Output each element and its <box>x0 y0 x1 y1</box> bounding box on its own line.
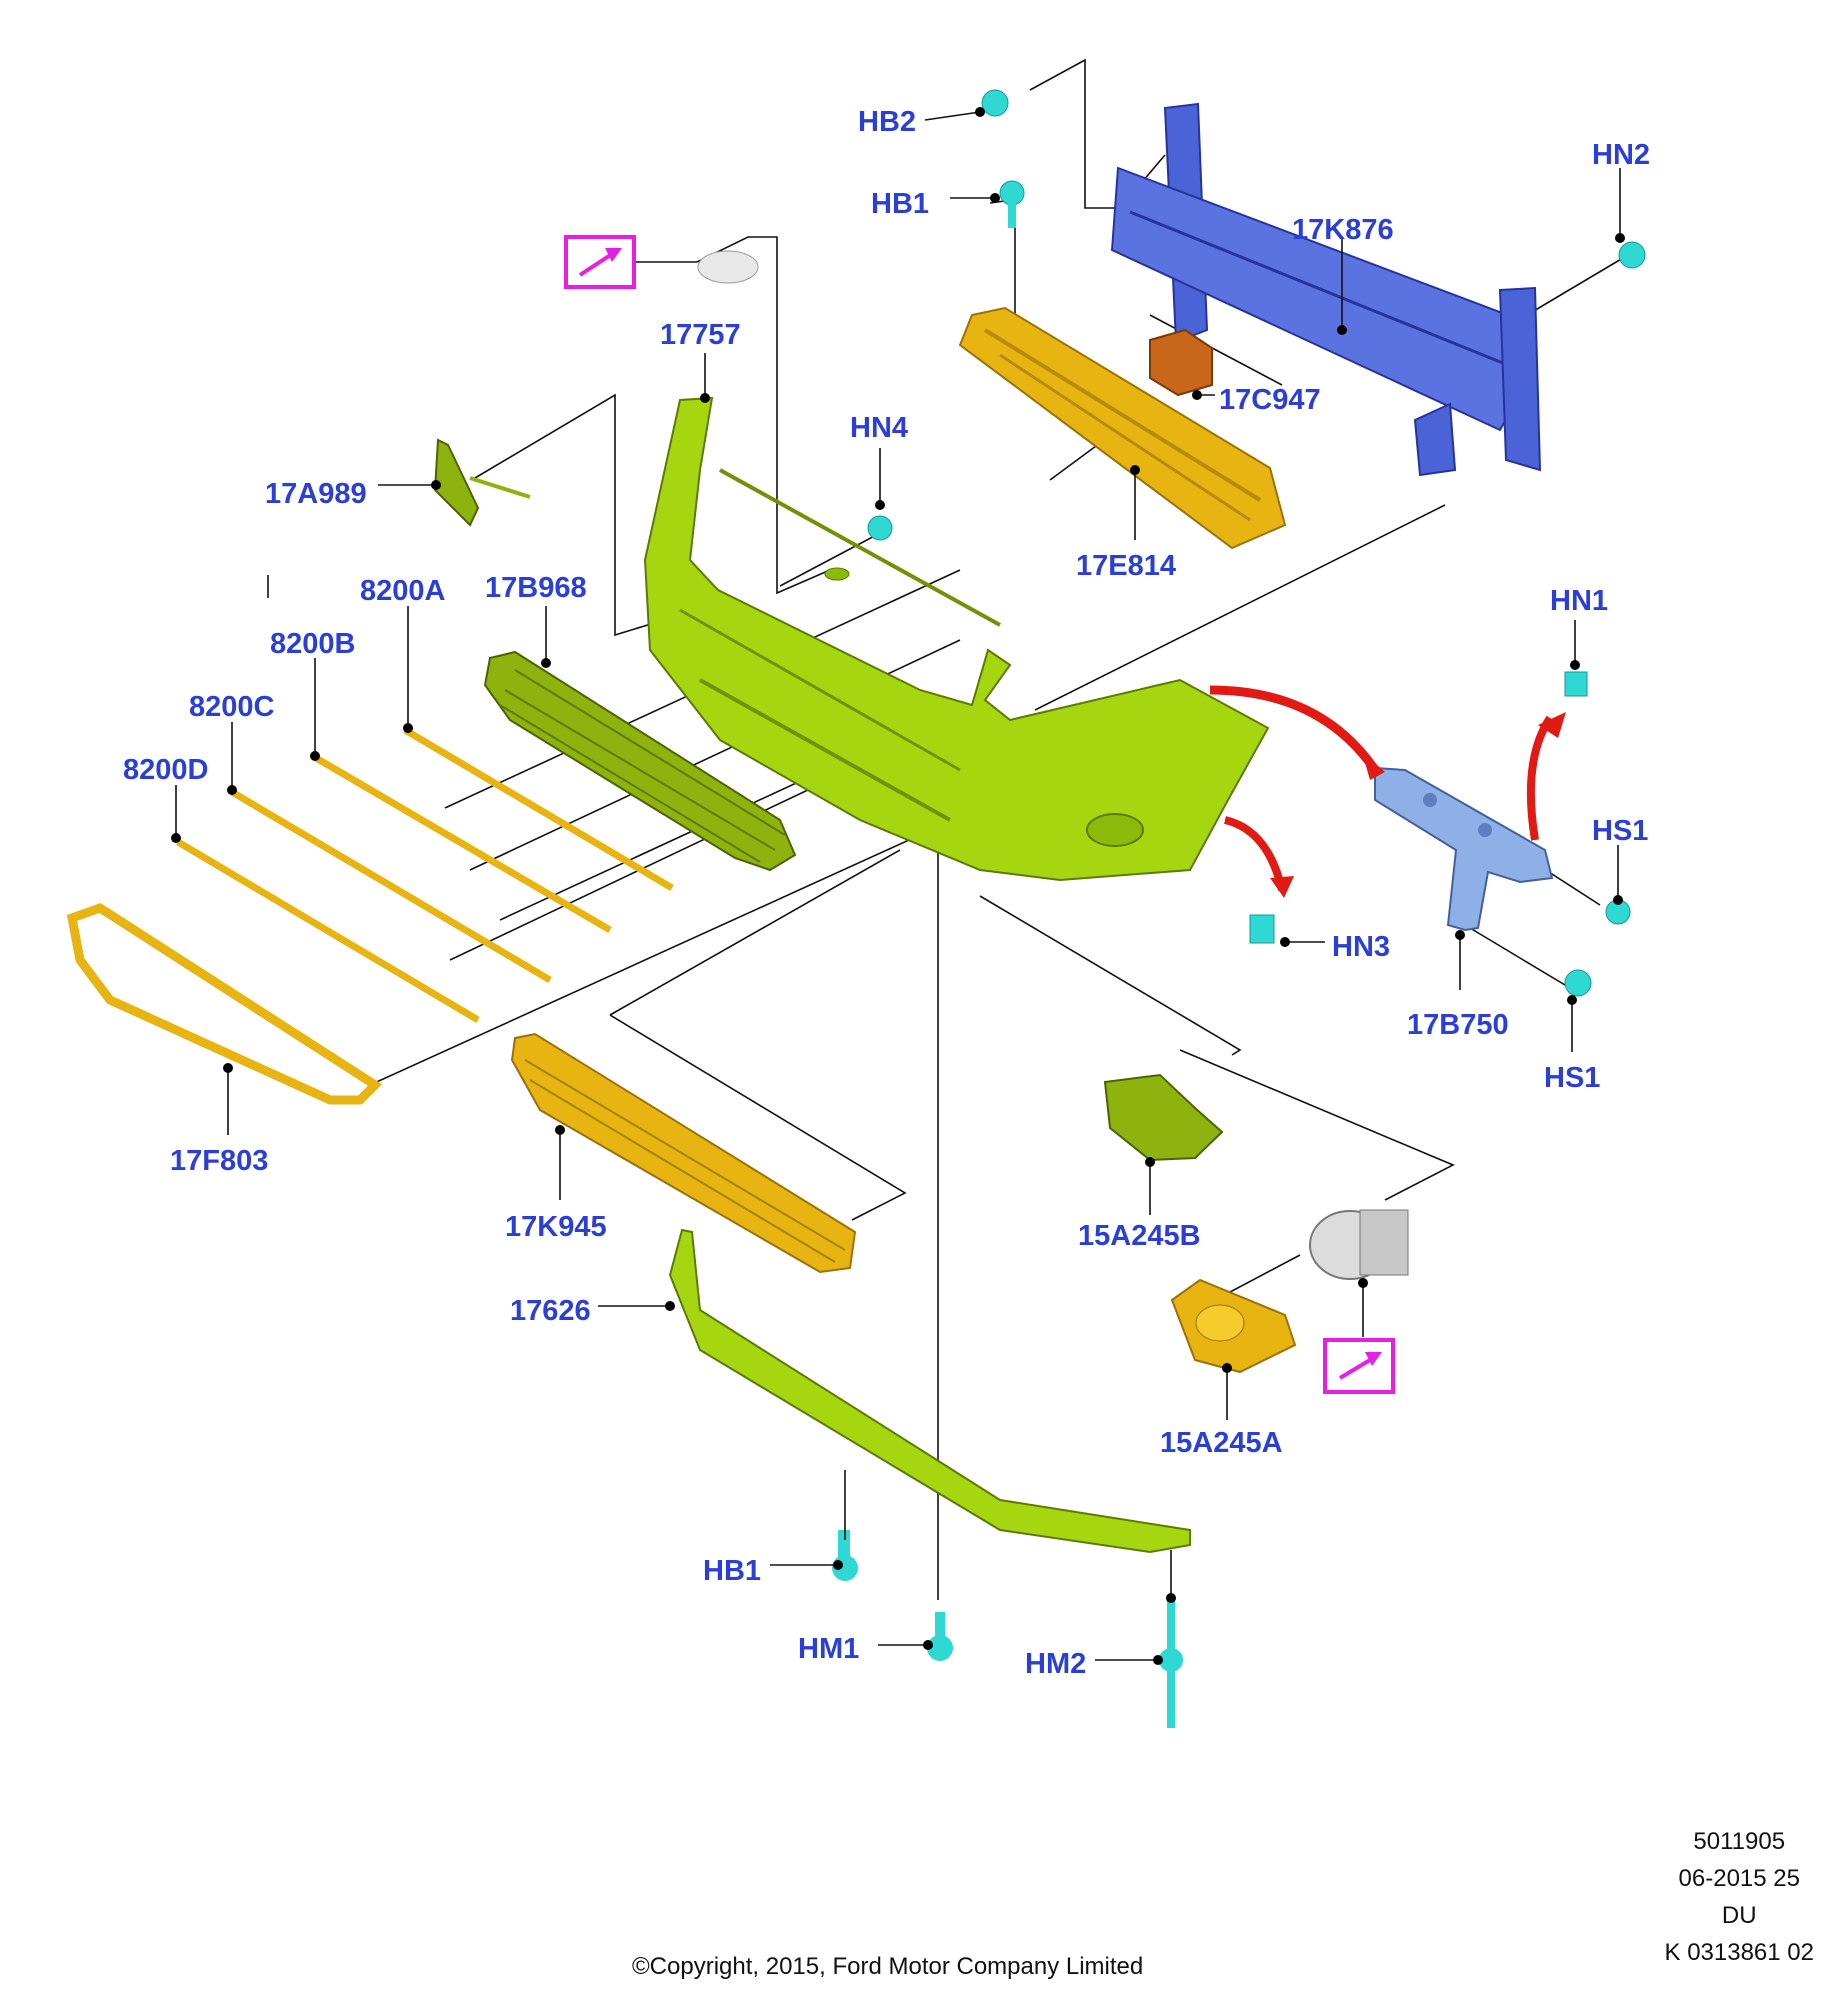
screw-HS1-lower <box>1564 969 1592 997</box>
nut-HN3 <box>1249 914 1275 944</box>
nut-HN1 <box>1564 671 1588 697</box>
reference-code-1: 5011905 <box>1693 1828 1786 1855</box>
label-HN2: HN2 <box>1592 139 1650 171</box>
label-8200A: 8200A <box>360 575 446 607</box>
label-17K945: 17K945 <box>505 1211 607 1243</box>
impact-beam-17K876 <box>1110 102 1542 477</box>
molding-8200C <box>230 788 552 984</box>
label-8200B: 8200B <box>270 628 355 660</box>
label-HM2: HM2 <box>1025 1648 1086 1680</box>
label-17B750: 17B750 <box>1407 1009 1509 1041</box>
label-HN1: HN1 <box>1550 585 1608 617</box>
label-17E814: 17E814 <box>1076 550 1176 582</box>
bracket-17B750 <box>1374 766 1554 932</box>
molding-8200A <box>403 726 674 892</box>
lower-grille-17K945 <box>510 1032 857 1274</box>
label-17K876: 17K876 <box>1292 214 1394 246</box>
reference-box-bottom[interactable] <box>1323 1338 1395 1394</box>
molding-8200D <box>176 838 480 1024</box>
label-HB1-bottom: HB1 <box>703 1555 761 1587</box>
reference-code-4: K 0313861 02 <box>1664 1939 1814 1966</box>
block-17C947 <box>1149 328 1213 397</box>
bracket-17A989 <box>433 438 531 527</box>
label-15A245B: 15A245B <box>1078 1220 1201 1252</box>
grille-17B968 <box>483 650 797 872</box>
label-17626: 17626 <box>510 1295 591 1327</box>
reference-code-2: 06-2015 25 <box>1678 1865 1800 1892</box>
surround-17F803 <box>66 903 383 1105</box>
label-HN3: HN3 <box>1332 931 1390 963</box>
label-HM1: HM1 <box>798 1633 859 1665</box>
part-labels: HB2 HB1 HN2 17K876 17757 17C947 HN4 17E8… <box>123 106 1650 1680</box>
nut-HN2 <box>1618 241 1646 269</box>
label-callouts <box>171 107 1625 1665</box>
bumper-cover-17757 <box>643 396 1270 882</box>
fog-lamp-bezel-15A245A <box>1170 1278 1297 1374</box>
fog-lamp <box>1309 1209 1409 1280</box>
label-15A245A: 15A245A <box>1160 1427 1283 1459</box>
label-HS1-lower: HS1 <box>1544 1062 1600 1094</box>
label-17F803: 17F803 <box>170 1145 268 1177</box>
copyright-notice: ©Copyright, 2015, Ford Motor Company Lim… <box>632 1953 1144 1980</box>
cap-part <box>697 250 759 284</box>
molding-8200B <box>314 754 612 934</box>
label-8200C: 8200C <box>189 691 275 723</box>
arrow-up-icon <box>1526 715 1554 841</box>
arrow-right-icon <box>1209 685 1379 773</box>
molding-strips <box>176 726 674 1024</box>
nut-HN4 <box>867 515 893 541</box>
label-HN4: HN4 <box>850 412 908 444</box>
label-17C947: 17C947 <box>1219 384 1321 416</box>
diagram-reference-codes: 5011905 06-2015 25 DU K 0313861 02 <box>1665 1823 1814 1971</box>
label-HB1-top: HB1 <box>871 188 929 220</box>
fog-lamp-cover-15A245B <box>1103 1073 1224 1162</box>
label-HB2: HB2 <box>858 106 916 138</box>
clip-HB2 <box>981 89 1009 117</box>
movement-arrows <box>1209 685 1566 898</box>
label-17757: 17757 <box>660 319 741 351</box>
label-8200D: 8200D <box>123 754 208 786</box>
reference-code-3: DU <box>1721 1902 1757 1929</box>
label-HS1-upper: HS1 <box>1592 815 1648 847</box>
clip-HM1 <box>935 1612 945 1642</box>
absorber-17E814 <box>958 306 1287 550</box>
reference-arrow-icon <box>1338 1355 1377 1380</box>
spoiler-17626 <box>668 1228 1191 1554</box>
reference-box-top[interactable] <box>564 235 636 289</box>
label-17A989: 17A989 <box>265 478 367 510</box>
label-17B968: 17B968 <box>485 572 587 604</box>
